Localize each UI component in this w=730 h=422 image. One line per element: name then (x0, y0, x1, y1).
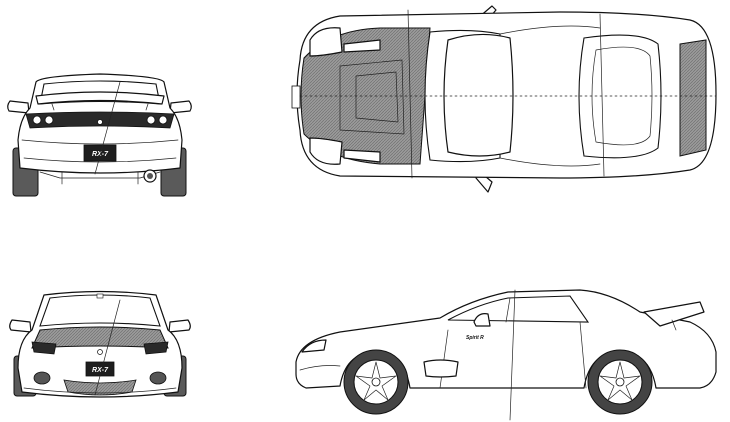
front-left-mirror (9, 319, 32, 333)
front-right-mirror (168, 319, 191, 333)
front-right-headlight (143, 341, 169, 355)
front-right-fog (149, 371, 167, 385)
side-view: Spirit R (295, 289, 717, 421)
top-rear-hatch (578, 34, 662, 159)
top-rear-spoiler (679, 39, 707, 157)
side-rear-wheel (587, 349, 653, 415)
rear-emblem (97, 119, 103, 125)
rear-spoiler (35, 91, 165, 105)
side-vent (423, 359, 459, 378)
front-left-fog (33, 371, 51, 385)
front-view: RX-7 (9, 290, 191, 398)
top-right-headlight (309, 137, 343, 165)
side-rear-spoiler (643, 301, 705, 327)
side-mirror (473, 313, 491, 327)
front-hood-carbon (31, 326, 169, 349)
rear-right-mirror (169, 100, 192, 114)
rear-view: RX-7 (7, 73, 192, 197)
top-hood-vent-2 (343, 149, 381, 163)
tail-light-3 (146, 115, 156, 125)
top-left-headlight (309, 27, 343, 57)
side-front-light (301, 339, 327, 353)
front-left-headlight (31, 341, 57, 355)
top-front-plate (291, 85, 301, 109)
tail-light-4 (158, 115, 168, 125)
side-front-wheel (343, 349, 409, 415)
front-emblem (97, 349, 103, 355)
front-emblem-top (96, 293, 104, 299)
top-view (291, 5, 717, 193)
top-hood-vent-1 (343, 39, 381, 53)
front-plate-text: RX-7 (92, 367, 109, 374)
side-badge-text: Spirit R (466, 335, 484, 341)
top-roof (443, 33, 514, 157)
rear-left-mirror (7, 100, 30, 114)
tail-light-1 (32, 115, 42, 125)
windshield (39, 294, 161, 327)
rear-license-plate (83, 144, 117, 162)
tail-light-2 (44, 115, 54, 125)
